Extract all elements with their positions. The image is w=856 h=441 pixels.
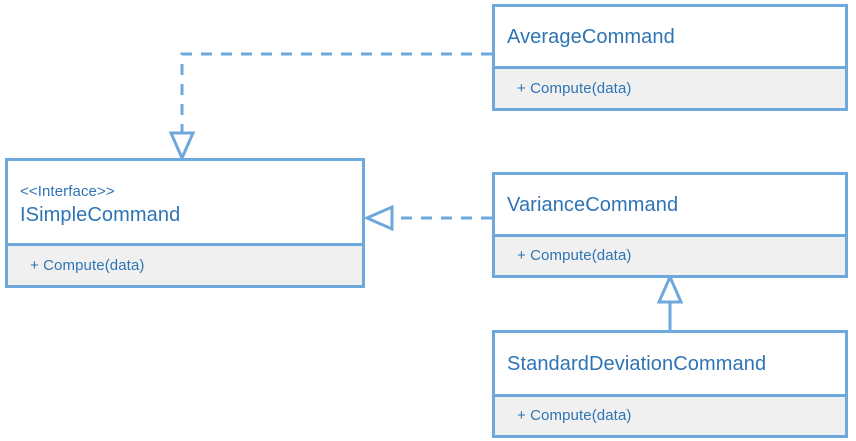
edge-variance-realizes-interface bbox=[363, 204, 492, 232]
class-divider-average-command bbox=[495, 66, 845, 69]
class-divider-variance-command bbox=[495, 234, 845, 237]
class-box-standard-deviation-command[interactable]: StandardDeviationCommand + Compute(data) bbox=[492, 330, 848, 438]
class-name-average-command: AverageCommand bbox=[507, 25, 675, 48]
hollow-triangle-arrowhead-variance bbox=[363, 204, 394, 232]
class-stereotype-isimple-command: <<Interface>> bbox=[20, 183, 115, 200]
class-operations-average-command: + Compute(data) bbox=[495, 69, 845, 108]
operation-item: + Compute(data) bbox=[517, 79, 632, 97]
edge-stddev-extends-variance bbox=[656, 273, 684, 330]
class-operations-isimple-command: + Compute(data) bbox=[8, 246, 362, 285]
class-header-variance-command: VarianceCommand bbox=[495, 175, 845, 234]
class-name-standard-deviation-command: StandardDeviationCommand bbox=[507, 352, 767, 375]
edge-average-realizes-interface bbox=[168, 52, 492, 162]
class-box-average-command[interactable]: AverageCommand + Compute(data) bbox=[492, 4, 848, 111]
class-name-isimple-command: ISimpleCommand bbox=[20, 204, 181, 226]
operation-item: + Compute(data) bbox=[30, 256, 145, 274]
class-divider-isimple-command bbox=[8, 243, 362, 246]
class-header-standard-deviation-command: StandardDeviationCommand bbox=[495, 333, 845, 394]
hollow-triangle-arrowhead-average bbox=[168, 131, 196, 162]
hollow-triangle-arrowhead-stddev bbox=[656, 273, 684, 304]
realization-line-average bbox=[180, 52, 492, 136]
operation-item: + Compute(data) bbox=[517, 247, 632, 264]
class-box-isimple-command[interactable]: <<Interface>> ISimpleCommand + Compute(d… bbox=[5, 158, 365, 288]
class-header-isimple-command: <<Interface>> ISimpleCommand bbox=[8, 161, 362, 243]
class-box-variance-command[interactable]: VarianceCommand + Compute(data) bbox=[492, 172, 848, 278]
class-operations-variance-command: + Compute(data) bbox=[495, 237, 845, 275]
operation-item: + Compute(data) bbox=[517, 407, 632, 424]
class-operations-standard-deviation-command: + Compute(data) bbox=[495, 397, 845, 435]
class-name-variance-command: VarianceCommand bbox=[507, 193, 679, 216]
class-header-average-command: AverageCommand bbox=[495, 7, 845, 66]
class-divider-standard-deviation-command bbox=[495, 394, 845, 397]
